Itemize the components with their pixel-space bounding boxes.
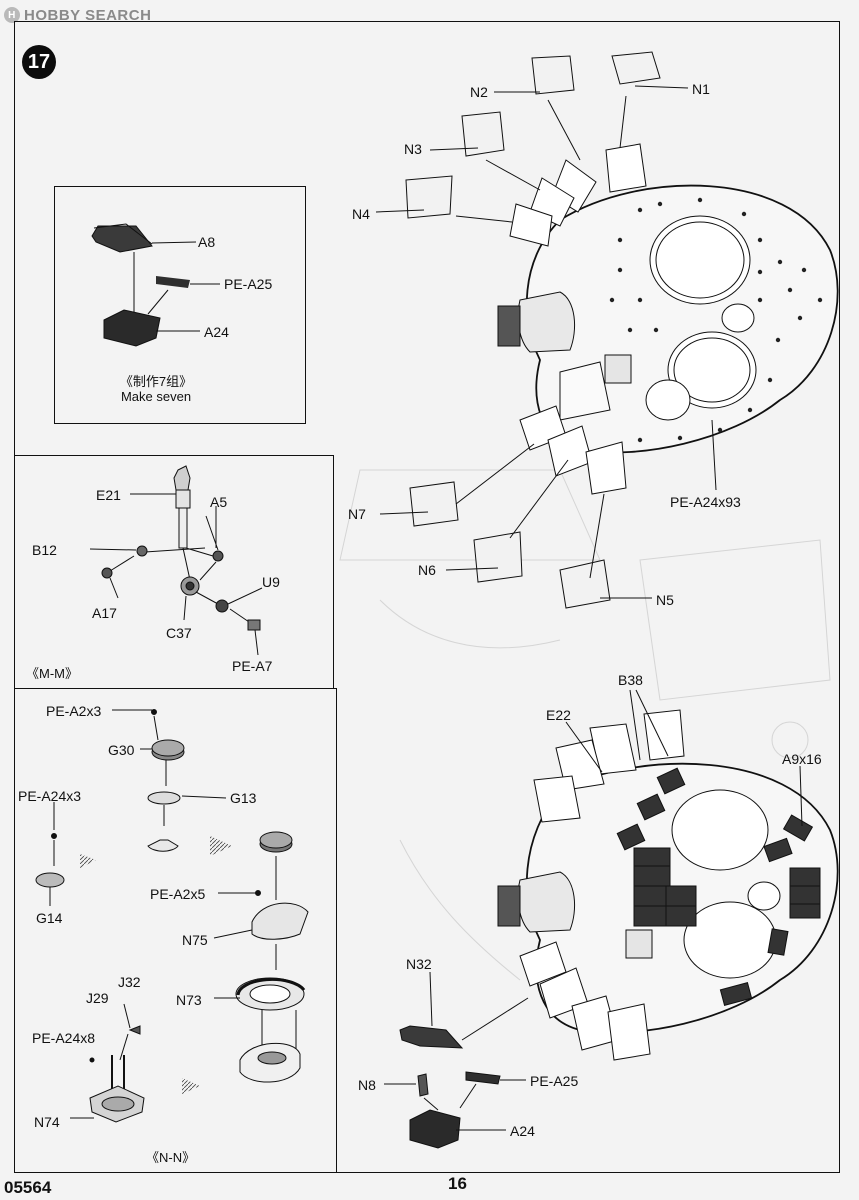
label-n75: N75 — [182, 932, 208, 948]
label-pe-a2x3: PE-A2x3 — [46, 703, 102, 719]
n-n-caption: 《N-N》 — [146, 1150, 196, 1165]
watermark-text: HOBBY SEARCH — [24, 6, 152, 24]
label-n6: N6 — [418, 562, 436, 578]
label-b38: B38 — [618, 672, 643, 688]
make-seven-caption-en: Make seven — [120, 389, 192, 404]
label-n4: N4 — [352, 206, 370, 222]
label-n73: N73 — [176, 992, 202, 1008]
label-u9: U9 — [262, 574, 280, 590]
label-n8: N8 — [358, 1077, 376, 1093]
label-a5: A5 — [210, 494, 228, 510]
label-c37: C37 — [166, 625, 192, 641]
label-b12: B12 — [32, 542, 57, 558]
m-m-parts — [89, 465, 263, 656]
label-e21: E21 — [96, 487, 121, 503]
label-n1: N1 — [692, 81, 710, 97]
make-seven-caption-cn: 《制作7组》 — [119, 374, 193, 389]
step-number-badge: 17 — [22, 45, 56, 79]
watermark-logo-icon: H — [4, 7, 20, 23]
label-pe-a2x5: PE-A2x5 — [150, 886, 206, 902]
label-n3: N3 — [404, 141, 422, 157]
label-n74: N74 — [34, 1114, 60, 1130]
page-number: 16 — [448, 1174, 467, 1193]
label-a9x16: A9x16 — [782, 751, 822, 767]
label-pe-a24x8: PE-A24x8 — [32, 1030, 96, 1046]
label-j29: J29 — [86, 990, 109, 1006]
label-e22: E22 — [546, 707, 571, 723]
label-n7: N7 — [348, 506, 366, 522]
label-a8: A8 — [198, 234, 216, 250]
label-a17: A17 — [92, 605, 117, 621]
top-turret-drawing — [375, 51, 839, 609]
label-a24: A24 — [204, 324, 229, 340]
label-pe-a24x3: PE-A24x3 — [18, 788, 82, 804]
label-n32: N32 — [406, 956, 432, 972]
make-seven-parts — [91, 223, 220, 347]
label-g14: G14 — [36, 910, 63, 926]
product-code: 05564 — [4, 1178, 52, 1197]
make-seven-inset — [54, 186, 306, 424]
label-pe-a7: PE-A7 — [232, 658, 273, 674]
n-n-inset — [14, 688, 337, 1173]
label-n2: N2 — [470, 84, 488, 100]
hobby-search-watermark: H HOBBY SEARCH — [4, 4, 151, 26]
label-pe-a24x93: PE-A24x93 — [670, 494, 741, 510]
m-m-caption: 《M-M》 — [26, 666, 78, 681]
label-j32: J32 — [118, 974, 141, 990]
label-pe-a25-bottom: PE-A25 — [530, 1073, 579, 1089]
label-a24-bottom: A24 — [510, 1123, 535, 1139]
label-g13: G13 — [230, 790, 257, 806]
label-pe-a25: PE-A25 — [224, 276, 273, 292]
bottom-turret-drawing — [384, 689, 839, 1149]
label-n5: N5 — [656, 592, 674, 608]
n-n-parts — [35, 709, 309, 1123]
label-g30: G30 — [108, 742, 135, 758]
